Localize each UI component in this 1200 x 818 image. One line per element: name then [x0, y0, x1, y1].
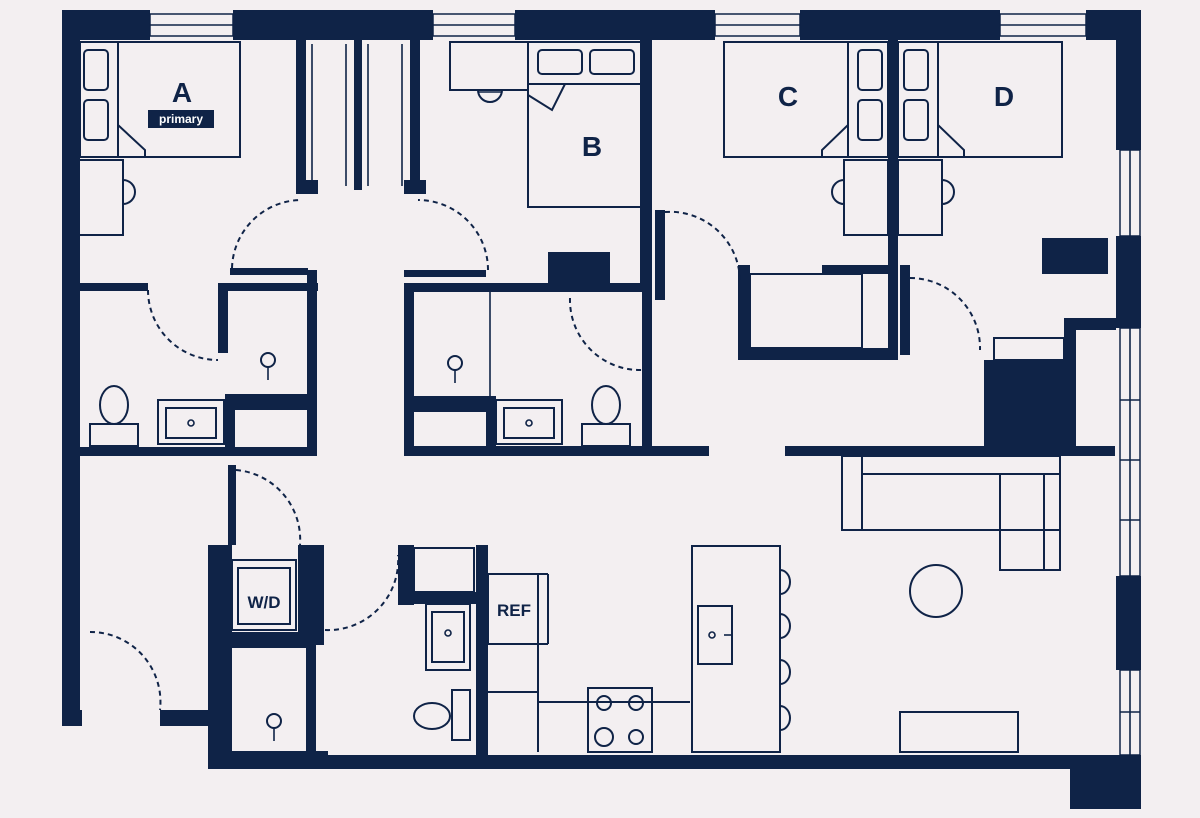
primary-tag-badge: [148, 110, 214, 128]
laundry: W/D: [231, 559, 297, 741]
interior-walls: [62, 40, 1116, 769]
living-room: [841, 455, 1061, 753]
room-label-d: D: [994, 81, 1014, 112]
half-bath: [413, 547, 475, 741]
doors: [89, 199, 982, 711]
bedroom-a: A primary: [77, 41, 241, 236]
bedroom-c: C: [723, 41, 889, 349]
room-tag-primary: primary: [159, 112, 203, 126]
windows: [149, 13, 1141, 756]
exterior-walls: [62, 10, 1141, 809]
bedroom-d: D: [897, 41, 1065, 361]
bathroom-a: [89, 352, 276, 447]
room-label-c: C: [778, 81, 798, 112]
refrigerator-label: REF: [497, 601, 531, 620]
kitchen: REF: [487, 545, 791, 753]
bathroom-b: [447, 292, 631, 447]
closets: [311, 44, 403, 186]
room-label-b: B: [582, 131, 602, 162]
room-label-a: A: [172, 77, 192, 108]
bedroom-b: B: [449, 41, 643, 208]
washer-dryer-label: W/D: [247, 593, 280, 612]
